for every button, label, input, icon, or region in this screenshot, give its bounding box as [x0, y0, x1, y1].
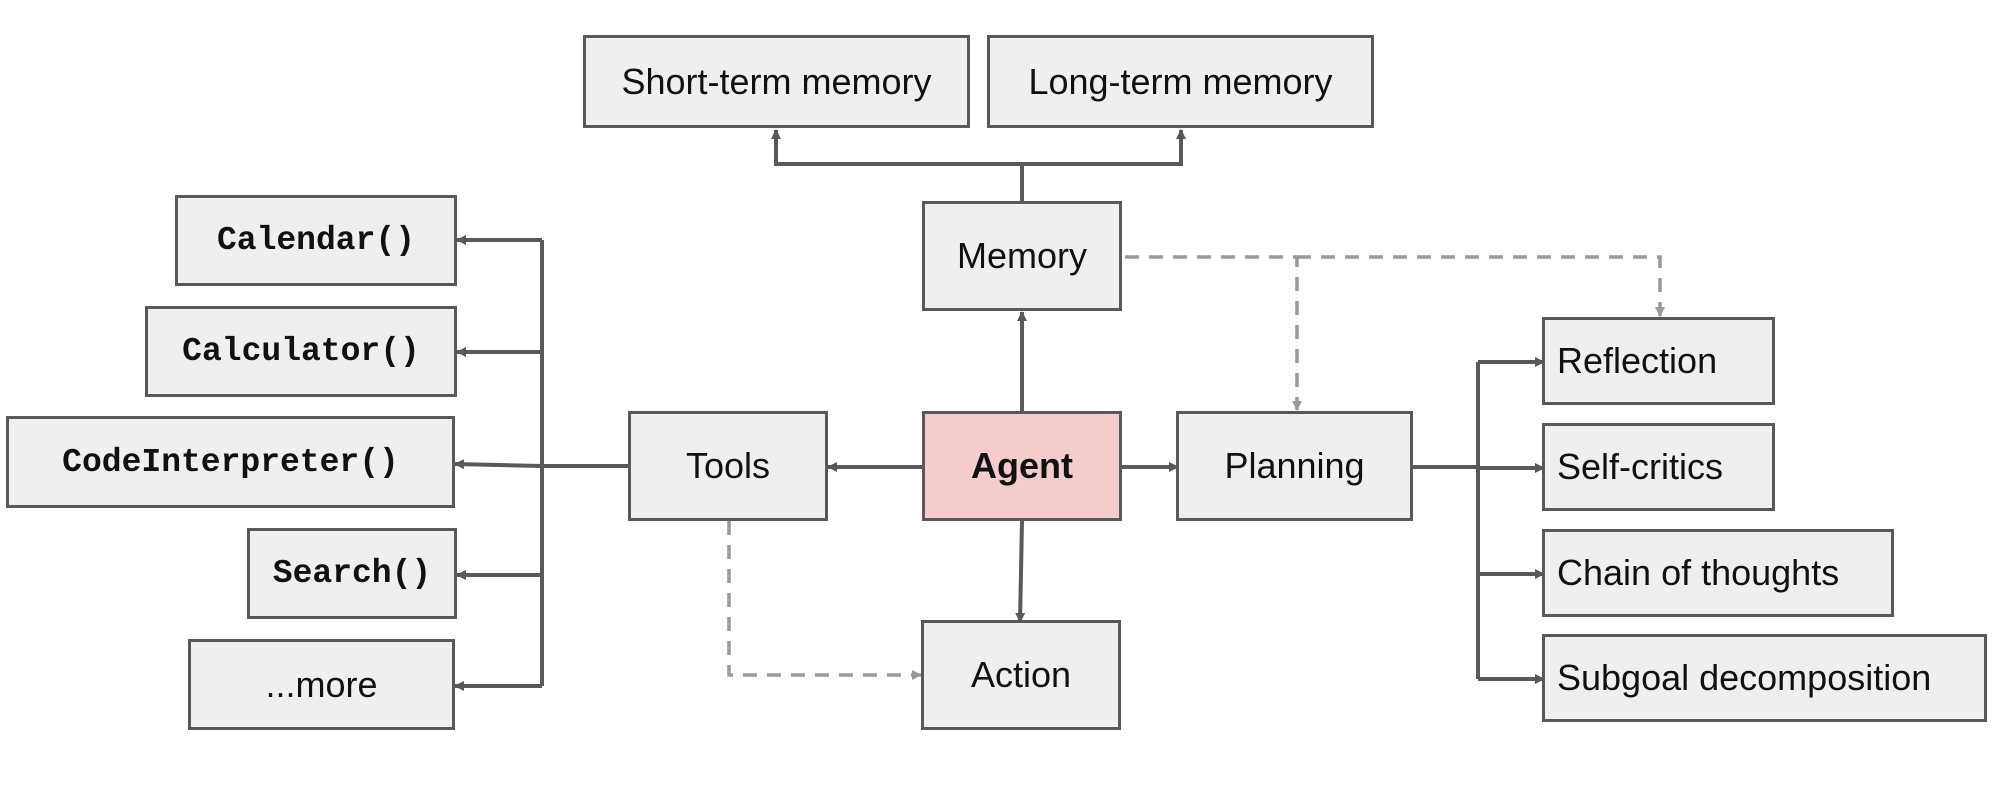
- edge-memory-to-planning-dashed: [1125, 255, 1302, 411]
- edge-agent-to-action: [1015, 520, 1026, 623]
- edge-memory-to-short-term-memory: [771, 129, 1022, 166]
- self-critics-node: Self-critics: [1542, 423, 1775, 511]
- tools-node: Tools: [628, 411, 828, 521]
- edge-tools-to-code-interpreter: [454, 459, 543, 470]
- code-interpreter-tool-node: CodeInterpreter(): [6, 416, 455, 508]
- edge-memory-to-long-term-memory: [1022, 129, 1186, 166]
- search-tool-node: Search(): [247, 528, 457, 619]
- reflection-node: Reflection: [1542, 317, 1775, 405]
- edge-memory-to-reflection-dashed: [1297, 255, 1665, 317]
- short-term-memory-node: Short-term memory: [583, 35, 970, 128]
- long-term-memory-node: Long-term memory: [987, 35, 1374, 128]
- agent-node: Agent: [922, 411, 1122, 521]
- subgoal-decomposition-node: Subgoal decomposition: [1542, 634, 1987, 722]
- calendar-tool-node: Calendar(): [175, 195, 457, 286]
- planning-node: Planning: [1176, 411, 1413, 521]
- memory-node: Memory: [922, 201, 1122, 311]
- edge-tools-to-action-dashed: [727, 521, 922, 680]
- chain-of-thoughts-node: Chain of thoughts: [1542, 529, 1894, 617]
- calculator-tool-node: Calculator(): [145, 306, 457, 397]
- action-node: Action: [921, 620, 1121, 730]
- more-tools-node: ...more: [188, 639, 455, 730]
